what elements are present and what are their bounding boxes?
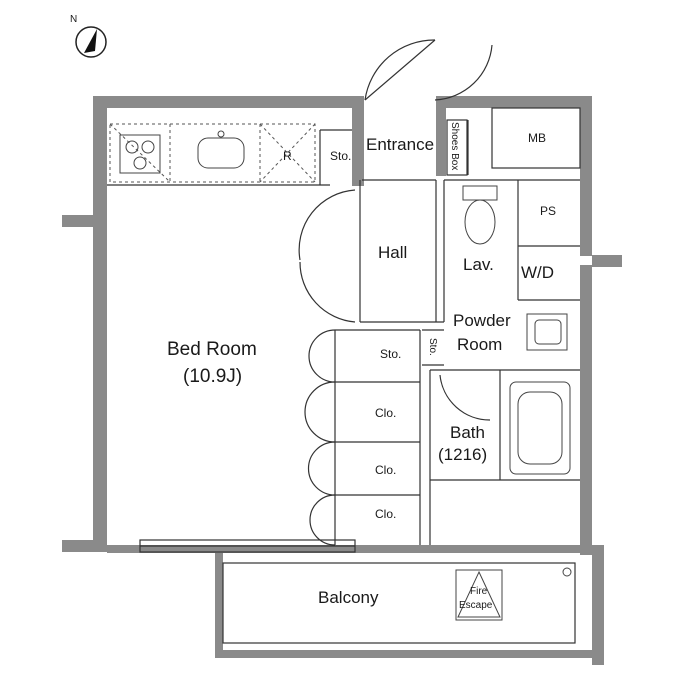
bedroom-window (139, 539, 356, 553)
bedroom-label: Bed Room (167, 339, 257, 360)
compass-north-arrow-icon: N (70, 14, 107, 58)
compass-label: N (70, 14, 77, 25)
wd-label: W/D (521, 263, 554, 282)
balcony-railing (222, 562, 576, 644)
powder-room-label-line1: Powder (453, 311, 511, 330)
mb-label: MB (528, 131, 546, 145)
balcony-label: Balcony (318, 588, 379, 607)
closet-1-label: Clo. (375, 406, 396, 420)
powder-room-label-line2: Room (457, 335, 502, 354)
toilet-icon (462, 185, 498, 245)
fire-escape-hatch-icon (455, 569, 503, 621)
sink-icon (197, 130, 245, 169)
bath-size-label: (1216) (438, 445, 487, 464)
lav-label: Lav. (463, 255, 494, 274)
inner-walls (107, 107, 581, 545)
outer-walls (62, 96, 622, 665)
refrigerator-label: R (283, 149, 292, 163)
closet-2-label: Clo. (375, 463, 396, 477)
bathtub-icon (509, 381, 571, 475)
kitchen-counter (109, 123, 316, 183)
storage-mid-label: Sto. (380, 347, 401, 361)
storage-side-label: Sto. (427, 338, 438, 356)
bath-label: Bath (450, 423, 485, 442)
fire-escape-label-line1: Fire (470, 586, 488, 597)
entrance-label: Entrance (366, 135, 434, 154)
ps-label: PS (540, 204, 556, 218)
fire-escape-label-line2: Escape (459, 600, 493, 611)
closet-doors (304, 329, 336, 546)
wash-basin-icon (526, 313, 568, 351)
bath-door (439, 374, 491, 421)
hall-label: Hall (378, 243, 407, 262)
entrance-door (364, 39, 493, 101)
stove-icon (119, 134, 161, 174)
bedroom-size-label: (10.9J) (183, 366, 242, 387)
storage-top-label: Sto. (330, 149, 351, 163)
bedroom-door (298, 189, 356, 323)
closet-3-label: Clo. (375, 507, 396, 521)
shoes-box-label: Shoes Box (449, 122, 460, 170)
